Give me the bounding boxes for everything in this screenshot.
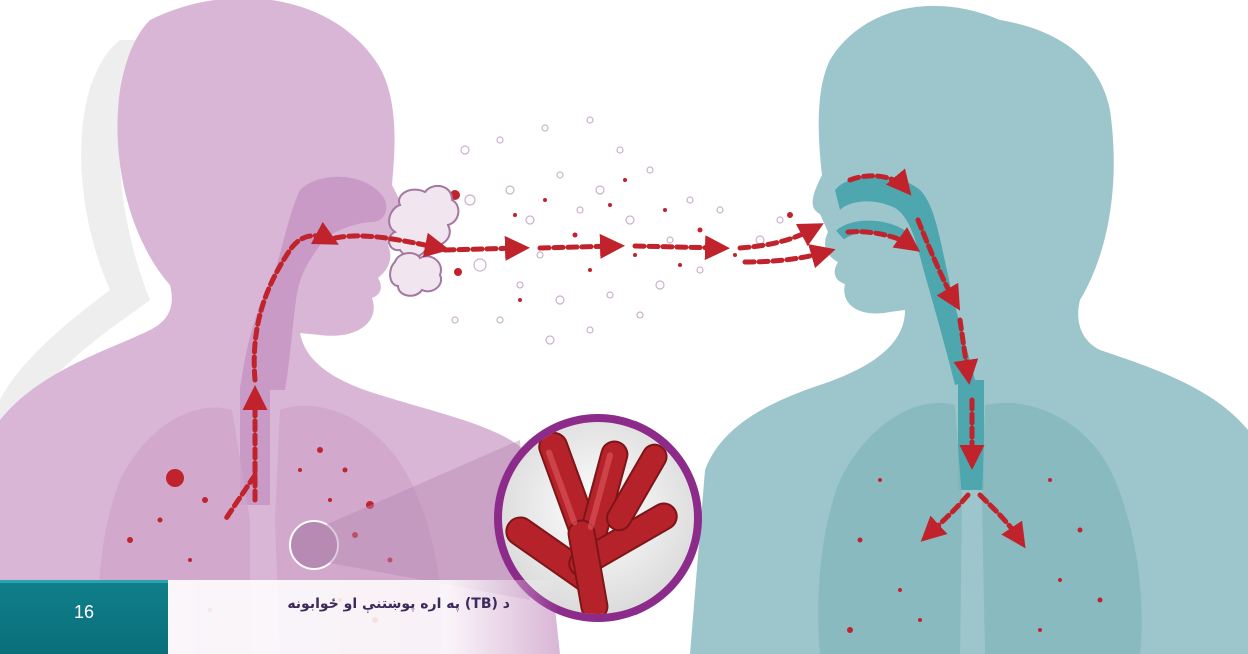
page-number: 16 (0, 583, 168, 641)
document-title: د (TB) په اره پوښتنې او ځوابونه (200, 596, 510, 622)
exposed-person (690, 6, 1248, 654)
droplet-cloud-icon (389, 117, 793, 344)
page-number-box: 16 (0, 580, 168, 654)
